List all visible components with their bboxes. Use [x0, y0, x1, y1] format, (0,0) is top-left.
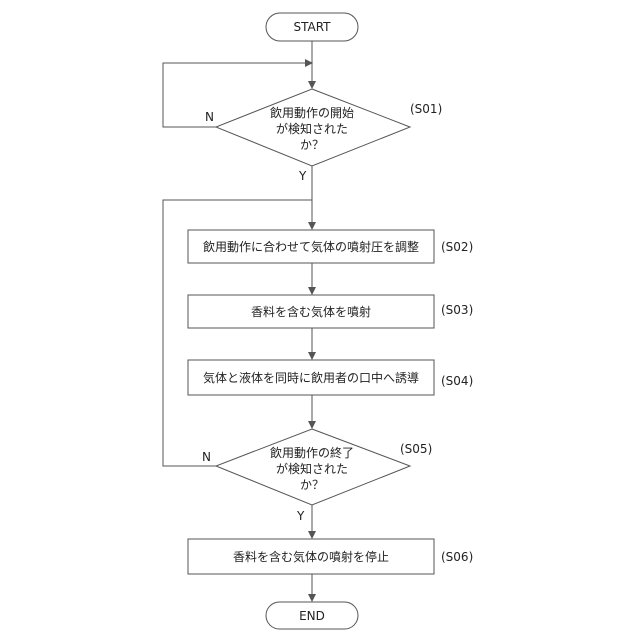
- step-label-s04: (S04): [441, 374, 473, 388]
- step-label-s06: (S06): [441, 550, 473, 564]
- decision-s01-yes-label: Y: [298, 169, 307, 183]
- end-label: END: [299, 609, 325, 623]
- decision-s05-no-label: N: [202, 450, 211, 464]
- decision-s05-line2: が検知された: [276, 461, 348, 476]
- decision-s05-line3: か？: [300, 478, 324, 492]
- step-label-s03: (S03): [441, 303, 473, 317]
- decision-s01-no-label: N: [205, 110, 214, 124]
- decision-s01-line1: 飲用動作の開始: [270, 105, 354, 120]
- decision-s01-line2: が検知された: [276, 121, 348, 136]
- step-label-s01: (S01): [410, 102, 442, 116]
- step-label-s05: (S05): [400, 442, 432, 456]
- decision-s05-yes-label: Y: [296, 509, 305, 523]
- decision-s05-line1: 飲用動作の終了: [270, 445, 354, 460]
- process-s04-text: 気体と液体を同時に飲用者の口中へ誘導: [203, 370, 419, 385]
- process-s03-text: 香料を含む気体を噴射: [251, 304, 371, 319]
- process-s02-text: 飲用動作に合わせて気体の噴射圧を調整: [203, 239, 419, 254]
- decision-s01-line3: か？: [300, 138, 324, 152]
- start-label: START: [293, 20, 331, 34]
- process-s06-text: 香料を含む気体の噴射を停止: [233, 549, 389, 564]
- step-label-s02: (S02): [441, 240, 473, 254]
